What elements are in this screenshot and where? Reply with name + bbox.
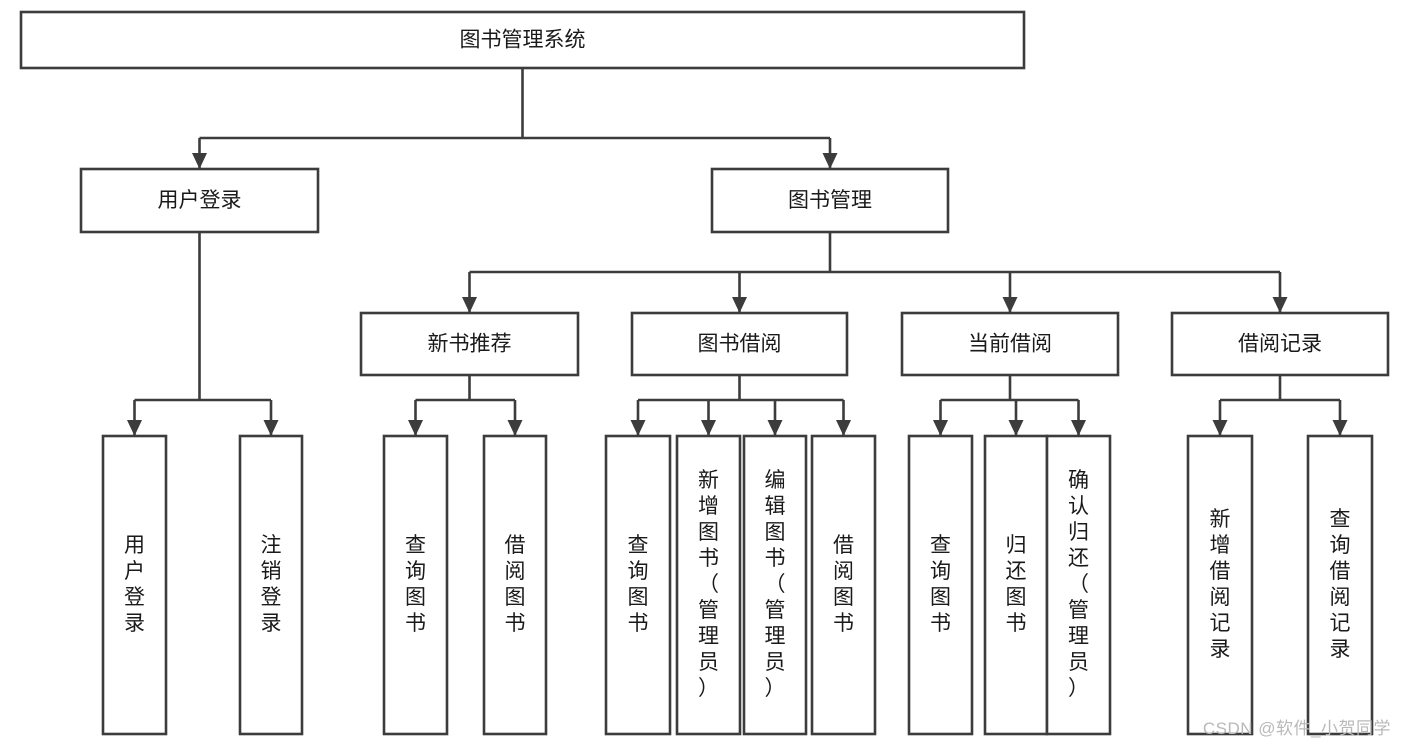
leaf-user_login-0-label: 用户登录 bbox=[124, 534, 145, 635]
level2-node-1-box[interactable] bbox=[710, 167, 950, 234]
leafgroup-book_borrow-arrow-1 bbox=[701, 420, 716, 436]
level3-node-1-label: 图书借阅 bbox=[698, 333, 782, 356]
leafgroup-user_login-arrow-1 bbox=[263, 420, 279, 436]
level3-node-3-box[interactable] bbox=[1170, 311, 1390, 377]
leaf-new_book_recommend-1-label: 借阅图书 bbox=[505, 534, 526, 635]
leafgroup-book_borrow-arrow-2 bbox=[767, 420, 783, 436]
root-node-book-management-system-box[interactable] bbox=[19, 10, 1026, 70]
leafgroup-new_book_recommend-arrow-0 bbox=[408, 420, 423, 436]
leafgroup-borrow_record-arrow-1 bbox=[1332, 420, 1348, 436]
level2-node-1-label: 图书管理 bbox=[788, 189, 872, 212]
book-mgmt-to-level3-arrow-3 bbox=[1272, 297, 1288, 313]
leafgroup-current_borrow-arrow-2 bbox=[1071, 420, 1086, 436]
level3-node-0-label: 新书推荐 bbox=[428, 333, 512, 356]
leafgroup-user_login-arrow-0 bbox=[127, 420, 142, 436]
leaf-user_login-1-box[interactable] bbox=[238, 434, 304, 736]
level3-node-0-box[interactable] bbox=[359, 311, 580, 377]
leaf-book_borrow-1-box[interactable] bbox=[675, 434, 742, 736]
root-node-book-management-system-label: 图书管理系统 bbox=[460, 29, 586, 52]
leaf-borrow_record-0-box[interactable] bbox=[1186, 434, 1254, 736]
root-to-level2-arrow-1 bbox=[822, 153, 838, 169]
level3-node-2-label: 当前借阅 bbox=[968, 333, 1052, 356]
leaf-borrow_record-1-label: 查询借阅记录 bbox=[1330, 508, 1351, 661]
leaf-book_borrow-0-box[interactable] bbox=[604, 434, 672, 736]
node-layer: 图书管理系统用户登录图书管理新书推荐图书借阅当前借阅借阅记录用户登录注销登录查询… bbox=[19, 10, 1390, 736]
leafgroup-current_borrow-arrow-1 bbox=[1008, 420, 1024, 436]
leaf-book_borrow-2-label: 编辑图书（管理员） bbox=[765, 469, 786, 700]
root-to-level2-arrow-0 bbox=[192, 153, 207, 169]
book-mgmt-to-level3-arrow-0 bbox=[462, 297, 477, 313]
level3-node-2-box[interactable] bbox=[900, 311, 1120, 377]
leafgroup-book_borrow-arrow-0 bbox=[630, 420, 646, 436]
leaf-book_borrow-1-label: 新增图书（管理员） bbox=[698, 469, 719, 700]
leaf-borrow_record-1-box[interactable] bbox=[1306, 434, 1374, 736]
leafgroup-new_book_recommend-arrow-1 bbox=[507, 420, 523, 436]
leaf-new_book_recommend-0-label: 查询图书 bbox=[405, 534, 426, 635]
book-mgmt-to-level3-arrow-2 bbox=[1002, 297, 1018, 313]
leaf-book_borrow-3-label: 借阅图书 bbox=[833, 534, 854, 635]
leafgroup-current_borrow-arrow-0 bbox=[933, 420, 948, 436]
level3-node-1-box[interactable] bbox=[630, 311, 849, 377]
leaf-book_borrow-0-label: 查询图书 bbox=[628, 534, 649, 635]
leafgroup-borrow_record-arrow-0 bbox=[1212, 420, 1228, 436]
leaf-book_borrow-2-box[interactable] bbox=[742, 434, 808, 736]
leaf-current_borrow-0-label: 查询图书 bbox=[930, 534, 951, 635]
book-mgmt-to-level3-arrow-1 bbox=[732, 297, 747, 313]
leaf-new_book_recommend-0-box[interactable] bbox=[382, 434, 449, 736]
connector-layer bbox=[127, 68, 1348, 436]
level3-node-3-label: 借阅记录 bbox=[1238, 333, 1322, 356]
leaf-borrow_record-0-label: 新增借阅记录 bbox=[1210, 508, 1231, 661]
leaf-current_borrow-1-box[interactable] bbox=[983, 434, 1049, 736]
leaf-book_borrow-3-box[interactable] bbox=[810, 434, 877, 736]
leaf-current_borrow-0-box[interactable] bbox=[907, 434, 974, 736]
leaf-user_login-0-box[interactable] bbox=[101, 434, 168, 736]
level2-node-0-box[interactable] bbox=[79, 167, 320, 234]
leaf-current_borrow-1-label: 归还图书 bbox=[1006, 534, 1027, 635]
leaf-current_borrow-2-label: 确认归还（管理员） bbox=[1068, 469, 1089, 700]
leaf-current_borrow-2-box[interactable] bbox=[1045, 434, 1112, 736]
leaf-new_book_recommend-1-box[interactable] bbox=[482, 434, 548, 736]
level2-node-0-label: 用户登录 bbox=[158, 189, 242, 212]
leaf-user_login-1-label: 注销登录 bbox=[261, 534, 282, 635]
leafgroup-book_borrow-arrow-3 bbox=[836, 420, 851, 436]
